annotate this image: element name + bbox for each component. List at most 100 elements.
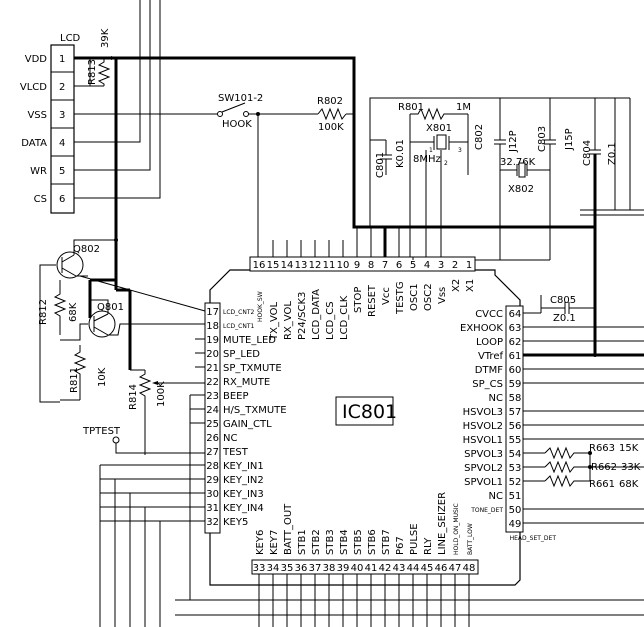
ic-pin-13-number: 13 <box>295 260 308 271</box>
ic-pin-38-number: 38 <box>323 563 336 574</box>
lcd-pin-4-name: DATA <box>21 138 47 149</box>
lcd-pin-1-name: VDD <box>25 54 48 65</box>
ic-pin-22-name: RX_MUTE <box>223 377 270 388</box>
ic-pin-33-name: KEY6 <box>255 530 266 555</box>
r812-ref: R812 <box>38 299 49 325</box>
ic-pin-34-number: 34 <box>267 563 280 574</box>
ic-pin-37-number: 37 <box>309 563 322 574</box>
ic-pin-7-name: Vcc <box>381 287 392 305</box>
ic-pin-32-number: 32 <box>206 517 219 528</box>
q801-ref: Q801 <box>97 302 124 313</box>
ic-pin-47-number: 47 <box>449 563 462 574</box>
ic-pin-19-number: 19 <box>206 335 219 346</box>
ic-pin-30-name: KEY_IN3 <box>223 489 264 500</box>
ic-pin-24-name: H/S_TXMUTE <box>223 405 287 416</box>
r662-value: 33K <box>621 462 641 473</box>
r811-ref: R811 <box>69 367 80 393</box>
ic-pin-27-number: 27 <box>206 447 219 458</box>
ic-pin-10-name: LCD_CLK <box>339 295 350 340</box>
ic-pin-59-number: 59 <box>509 379 522 390</box>
lcd-title: LCD <box>60 33 81 44</box>
ic-pin-36-number: 36 <box>295 563 308 574</box>
c802-ref: C802 <box>474 124 485 150</box>
lcd-pin-6-name: CS <box>34 194 47 205</box>
x802-ref: X802 <box>508 184 534 195</box>
lcd-pin-1-number: 1 <box>59 54 65 65</box>
ic-pin-8-name: RESET <box>367 284 378 317</box>
ic-pin-12-number: 12 <box>309 260 322 271</box>
ic-pin-8-number: 8 <box>368 260 374 271</box>
ic-pin-11-name: LCD_CS <box>325 301 336 340</box>
ic-pin-33-number: 33 <box>253 563 266 574</box>
ic-pin-20-name: SP_LED <box>223 349 260 360</box>
ic-pin-5-number: 5 <box>410 260 416 271</box>
q802-transistor: Q802 <box>39 238 118 403</box>
ic-pin-55-name: HSVOL1 <box>463 435 503 446</box>
sw101-value: HOOK <box>222 119 252 130</box>
ic801-label: IC801 <box>342 401 397 423</box>
ic-pin-42-name: STB7 <box>381 529 392 555</box>
lcd-pin-6-number: 6 <box>59 194 65 205</box>
c801-value: K0.01 <box>395 139 406 168</box>
tptest-point: TPTEST <box>82 426 205 454</box>
ic-pin-29-name: KEY_IN2 <box>223 475 264 486</box>
c805-ref: C805 <box>550 295 576 306</box>
ic-pin-29-number: 29 <box>206 475 219 486</box>
ic-pin-24-number: 24 <box>206 405 219 416</box>
ic-pin-44-number: 44 <box>407 563 420 574</box>
ic-pin-35-number: 35 <box>281 563 294 574</box>
r811-value: 10K <box>97 367 108 387</box>
ic-pin-48-number: 48 <box>463 563 476 574</box>
r663-value: 15K <box>619 443 639 454</box>
ic-pin-1-number: 1 <box>466 260 472 271</box>
r813-ref: R813 <box>87 59 98 85</box>
ic-pin-30-number: 30 <box>206 489 219 500</box>
r813-resistor: R813 39K <box>87 28 117 87</box>
lcd-pin-5-number: 5 <box>59 166 65 177</box>
ic-pin-38-name: STB3 <box>325 529 336 555</box>
ic-pin-20-number: 20 <box>206 349 219 360</box>
lcd-pin-2-number: 2 <box>59 82 65 93</box>
ic-pin-14-name: RX_VOL <box>283 301 294 340</box>
r812-resistor: R812 68K <box>38 280 79 335</box>
ic-pin-60-number: 60 <box>509 365 522 376</box>
r802-resistor: R802 100K <box>317 96 354 133</box>
ic-pin-41-number: 41 <box>365 563 378 574</box>
c801-ref: C801 <box>375 152 386 178</box>
ic-pin-64-number: 64 <box>509 309 522 320</box>
ic-pin-23-name: BEEP <box>223 391 249 402</box>
ic-pin-37-name: STB2 <box>311 529 322 555</box>
ic-pin-43-number: 43 <box>393 563 406 574</box>
ic-pin-4-name: OSC2 <box>423 283 434 311</box>
ic-pin-28-number: 28 <box>206 461 219 472</box>
lcd-pin-3-name: VSS <box>27 110 47 121</box>
ic-pin-40-name: STB5 <box>353 529 364 555</box>
c802-value: J12P <box>508 130 519 153</box>
ic-pin-53-number: 53 <box>509 463 522 474</box>
ic-pin-21-name: SP_TXMUTE <box>223 363 282 374</box>
ic-pin-18-number: 18 <box>206 321 219 332</box>
ic801-right-pins: 64 63 62 61 60 59 58 57 56 55 54 53 52 5… <box>460 295 644 542</box>
c805-value: Z0.1 <box>553 313 576 324</box>
ic-pin-19-name: MUTE_LED <box>223 335 276 346</box>
r814-resistor: R814 100K <box>128 369 205 455</box>
ic-pin-56-number: 56 <box>509 421 522 432</box>
ic-pin-15-number: 15 <box>267 260 280 271</box>
lcd-pin-4-number: 4 <box>59 138 65 149</box>
ic-pin-17-number: 17 <box>206 307 219 318</box>
r661-ref: R661 <box>589 479 615 490</box>
ic-pin-7-number: 7 <box>382 260 388 271</box>
x802-value: 32.76K <box>500 157 536 168</box>
ic-pin-63-number: 63 <box>509 323 522 334</box>
x801-pin2: 2 <box>444 160 448 167</box>
ic-pin-59-name: SP_CS <box>472 379 503 390</box>
x801-pin1: 1 <box>429 147 433 154</box>
r661-value: 68K <box>619 479 639 490</box>
x801-ref: X801 <box>426 123 452 134</box>
ic-pin-64-name: CVCC <box>475 309 503 320</box>
ic-pin-36-name: STB1 <box>297 529 308 555</box>
ic-pin-62-name: LOOP <box>476 337 503 348</box>
ic-pin-56-name: HSVOL2 <box>463 421 503 432</box>
ic-pin-4-number: 4 <box>424 260 430 271</box>
